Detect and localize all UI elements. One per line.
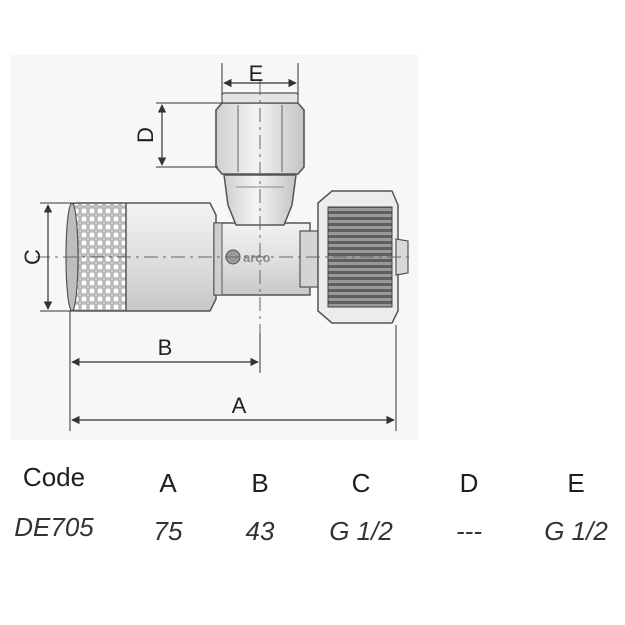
dimension-a: A [71, 393, 395, 425]
header-d: D [459, 468, 479, 498]
dimension-label-e: E [249, 61, 264, 86]
dimension-e: E [221, 61, 299, 95]
dimension-spec-table: Code A B C D E DE705 75 43 G 1/2 --- G 1… [0, 458, 625, 550]
dimension-label-b: B [158, 335, 173, 360]
dimension-label-d: D [133, 127, 158, 143]
dimension-label-a: A [232, 393, 247, 418]
valve-drawing-svg: arco E [10, 55, 418, 440]
header-a: A [159, 468, 177, 498]
valve-technical-drawing: arco E [0, 55, 625, 440]
dimension-label-c: C [20, 249, 45, 265]
cell-a: 75 [153, 516, 183, 546]
cell-d: --- [456, 516, 482, 546]
header-code: Code [22, 462, 86, 492]
table-row: DE705 75 43 G 1/2 --- G 1/2 [0, 504, 625, 550]
dimension-b: B [71, 335, 259, 367]
header-b: B [251, 468, 269, 498]
hex-nut [215, 92, 305, 175]
dimension-c: C [20, 202, 74, 312]
cell-b: 43 [245, 516, 275, 546]
header-e: E [567, 468, 585, 498]
cell-c: G 1/2 [329, 516, 393, 546]
dimension-d: D [133, 102, 222, 168]
header-c: C [351, 468, 371, 498]
spec-table-header-row: Code A B C D E [0, 458, 625, 504]
cell-code: DE705 [14, 512, 94, 542]
cell-e: G 1/2 [544, 516, 608, 546]
